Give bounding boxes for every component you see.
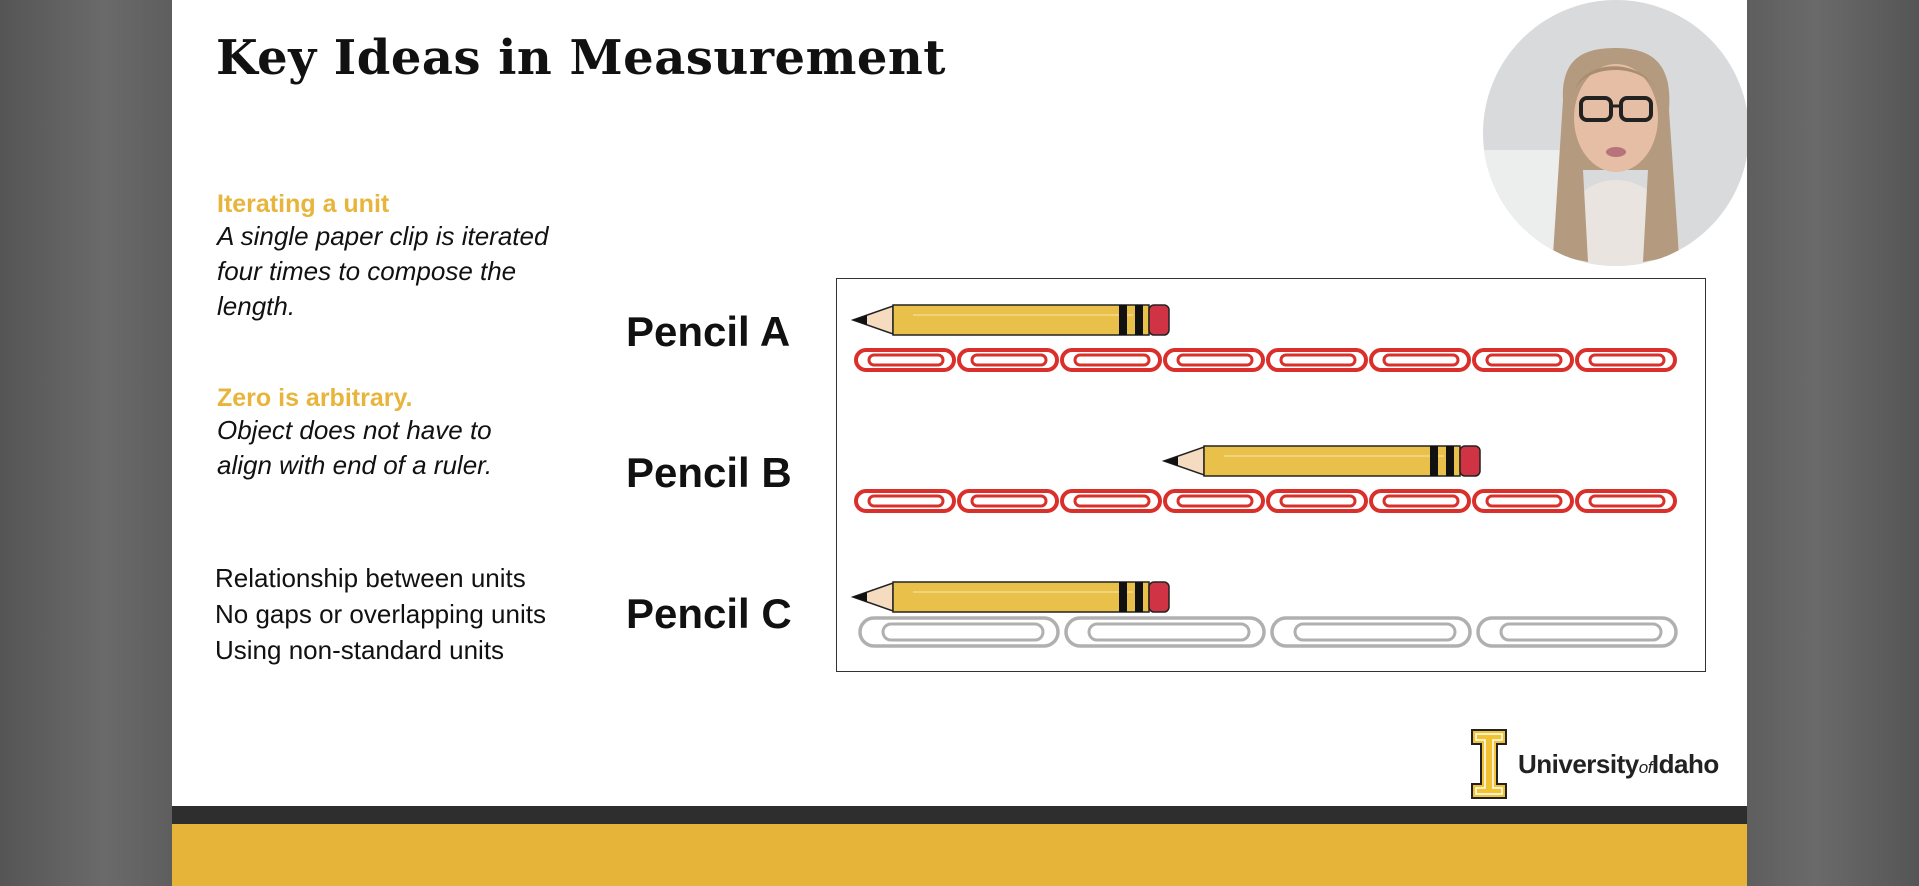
idea-body: A single paper clip is iterated four tim… <box>217 221 549 321</box>
idea-iterating-unit: Iterating a unit A single paper clip is … <box>217 190 548 324</box>
red-clip-chain-b <box>854 489 1677 513</box>
presenter-video-icon <box>1483 0 1747 266</box>
idea-body: Object does not have to align with end o… <box>217 415 493 480</box>
footer-dark-stripe <box>172 806 1747 824</box>
pencil-b-row <box>854 445 1677 513</box>
video-letterbox-left <box>0 0 172 886</box>
key-point: Using non-standard units <box>215 635 505 665</box>
pencil-b-label: Pencil B <box>626 449 792 496</box>
pencil-a-icon <box>852 304 1170 336</box>
pencil-a-row <box>852 304 1677 372</box>
measurement-figure <box>836 278 1706 672</box>
footer-gold-band <box>172 824 1747 886</box>
pencil-c-row <box>852 581 1678 648</box>
key-point: Relationship between units <box>215 563 526 593</box>
gray-clip-chain-c <box>858 616 1678 648</box>
idea-heading: Zero is arbitrary. <box>217 384 413 412</box>
pencil-a-label: Pencil A <box>626 308 791 355</box>
slide-title: Key Ideas in Measurement <box>216 30 946 86</box>
university-wordmark: UniversityofIdaho <box>1518 748 1719 779</box>
red-clip-chain-a <box>854 348 1677 372</box>
university-logo: UniversityofIdaho <box>1470 728 1719 800</box>
pencil-c-icon <box>852 581 1170 613</box>
presentation-slide: Key Ideas in Measurement Iterating a uni… <box>172 0 1747 886</box>
block-i-logo-icon <box>1471 729 1507 799</box>
presenter-webcam <box>1483 0 1747 266</box>
pencil-b-icon <box>1163 445 1481 477</box>
pencil-c-label: Pencil C <box>626 590 792 637</box>
idea-zero-arbitrary: Zero is arbitrary. Object does not have … <box>217 384 492 483</box>
idea-heading: Iterating a unit <box>217 190 390 218</box>
video-letterbox-right <box>1747 0 1919 886</box>
key-point: No gaps or overlapping units <box>215 599 546 629</box>
key-points-list: Relationship between units No gaps or ov… <box>215 560 546 668</box>
pencils-and-clips-illustration <box>852 304 1678 648</box>
